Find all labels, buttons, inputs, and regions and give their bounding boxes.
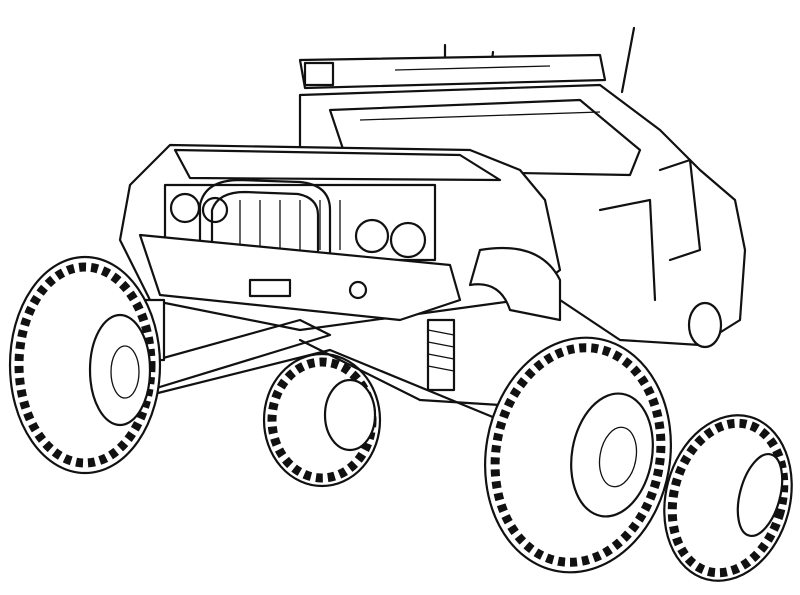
rear-left-wheel [262, 352, 382, 488]
roll-cage [658, 158, 702, 262]
roof-light-bar [298, 53, 607, 90]
truck-front [118, 143, 562, 332]
fender-flare [468, 246, 562, 322]
headlight-left-inner [201, 196, 229, 224]
bull-bar [198, 178, 332, 277]
headlight-right-outer [389, 221, 427, 259]
hood [173, 148, 502, 182]
grille-slats [239, 200, 341, 250]
headlight-left-outer [169, 192, 201, 224]
roof-lamp [303, 61, 335, 87]
side-exhaust [687, 301, 723, 349]
front-bumper [138, 233, 462, 322]
front-right-wheel [484, 336, 672, 574]
front-left-wheel [8, 255, 162, 475]
winch [248, 278, 292, 298]
rear-right-wheel [663, 414, 793, 582]
headlight-right-inner [354, 218, 390, 254]
